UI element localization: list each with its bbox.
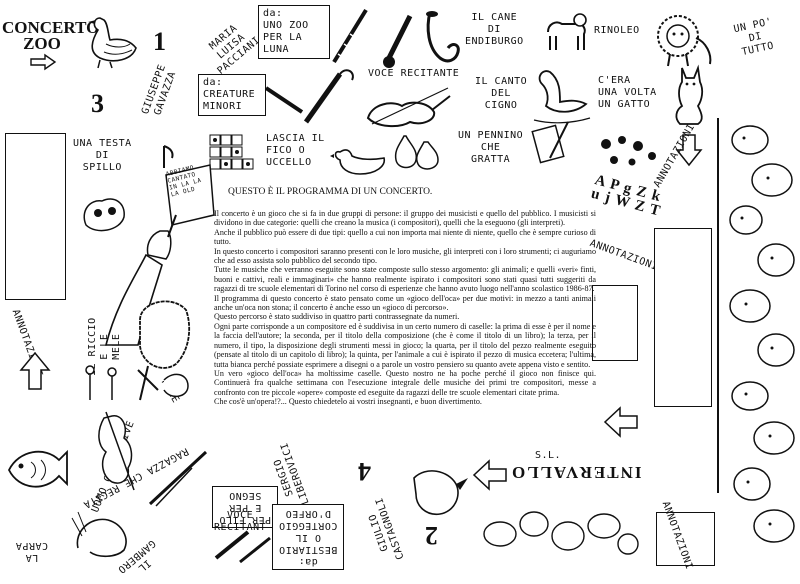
program-heading: QUESTO È IL PROGRAMMA DI UN CONCERTO. <box>228 187 433 197</box>
annotazioni-box-right-small[interactable] <box>592 285 638 361</box>
paragraph: Tutte le musiche che verranno eseguite s… <box>214 265 596 294</box>
paragraph: Un vero «gioco dell'oca» ha moltissime c… <box>214 368 596 397</box>
program-body: Il concerto è un gioco che si fa in due … <box>214 209 596 407</box>
up-arrow-icon-left[interactable] <box>19 351 51 390</box>
oboe-icon <box>264 86 304 114</box>
paragraph: In questo concerto i compositori saranno… <box>214 246 596 266</box>
paragraph: Il programma di questo concerto è stato … <box>214 293 596 313</box>
bird-icon-bottom <box>413 470 468 516</box>
clarinet-icon <box>383 14 413 68</box>
lion-icon <box>657 15 712 67</box>
shrimp-icon <box>71 511 127 558</box>
il-cane-di-endiburgo: IL CANE DI ENDIBURGO <box>465 12 524 47</box>
paragraph: Che cos'è un'opera!?... Questo chiedetel… <box>214 397 482 407</box>
paragraph: Anche il pubblico può essere di due tipi… <box>214 227 596 247</box>
voce-recitante-top: VOCE RECITANTE <box>368 68 460 79</box>
birds-flock-icon <box>483 511 639 555</box>
musician-with-sign-icon <box>83 164 215 346</box>
dog-icon <box>547 13 587 50</box>
pen-paper-icon <box>531 121 569 164</box>
number-one: 1 <box>153 27 166 56</box>
annotazioni-box-bottom[interactable] <box>656 512 715 566</box>
rinoleo-label: RINOLEO <box>594 25 640 36</box>
fish-icon <box>7 449 68 488</box>
una-testa-di-spillo: UNA TESTA DI SPILLO <box>73 138 132 173</box>
paragraph: Ogni parte corrisponde a un compositore … <box>214 321 596 369</box>
swan-icon <box>533 70 591 124</box>
annotazioni-label-right2: ANNOTAZIONI <box>588 238 660 273</box>
right-arrow-icon <box>30 53 57 71</box>
music-note-icon <box>163 145 174 168</box>
cat-icon <box>675 64 704 125</box>
annotazioni-box-left[interactable] <box>5 133 66 300</box>
un-pennino-che-gratta: UN PENNINO CHE GRATTA <box>458 130 524 165</box>
ink-spots-icon <box>601 136 656 166</box>
voce-recitanti-bottom: VOCE RECITANT <box>214 510 267 533</box>
wind-instruments-bottom-icon <box>214 530 271 564</box>
stand-and-instruments-icon <box>85 365 189 401</box>
paragraph: Questo percorso è stato suddiviso in qua… <box>214 312 460 322</box>
number-two: 2 <box>425 521 438 550</box>
giuseppe-gavazza: GIUSEPPE GAVAZZA <box>140 62 179 117</box>
right-border-line <box>717 118 719 493</box>
sl-label: S.L. <box>535 450 562 461</box>
bestiario-box: da: BESTIARIO O IL CORTEGGIO D'ORFEO <box>272 504 344 570</box>
violin-icon <box>366 87 451 128</box>
number-three: 3 <box>91 89 104 118</box>
la-carpa: LA CARPA <box>15 540 48 563</box>
uno-zoo-per-la-luna-box: da: UNO ZOO PER LA LUNA <box>258 5 330 59</box>
pears-icon <box>394 135 439 170</box>
animal-crowd-icon <box>729 125 795 543</box>
goose-icon <box>88 17 137 69</box>
cera-una-volta-un-gatto: C'ERA UNA VOLTA UN GATTO <box>598 75 657 110</box>
lascia-il-fico-o-uccello: LASCIA IL FICO O UCCELLO <box>266 133 325 168</box>
bassoon-icon <box>303 69 354 124</box>
hedgehog-icon <box>139 300 191 369</box>
violins-icon <box>98 411 135 491</box>
bow-flute-icon <box>148 450 208 507</box>
left-arrow-icon-intervallo[interactable] <box>472 459 507 491</box>
horn-icon <box>426 11 460 63</box>
flute-icon <box>332 8 368 64</box>
giulio-castagnoli: GIULIO CASTAGNOLI <box>367 495 407 561</box>
down-arrow-icon-right[interactable] <box>675 134 703 167</box>
il-canto-del-cigno: IL CANTO DEL CIGNO <box>475 76 528 111</box>
number-four: 4 <box>358 457 371 486</box>
creature-minori-box: da: CREATURE MINORI <box>198 74 266 116</box>
annotazioni-box-right-tall[interactable] <box>654 228 712 407</box>
paragraph: Il concerto è un gioco che si fa in due … <box>214 209 596 228</box>
dice-grid-icon <box>209 134 254 170</box>
left-arrow-icon-right[interactable] <box>603 406 638 438</box>
maria-luisa-pacciani: MARIA LUISA PACCIANI <box>207 22 263 77</box>
intervallo-label: INTERVALLO <box>510 463 642 482</box>
concerto-zoo-title: CONCERTO ZOO <box>2 18 100 53</box>
duck-icon <box>330 149 385 175</box>
un-po-di-tutto: UN PO' DI TUTTO <box>732 16 776 59</box>
title-line2: ZOO <box>23 34 61 53</box>
title-line1: CONCERTO <box>2 18 100 37</box>
